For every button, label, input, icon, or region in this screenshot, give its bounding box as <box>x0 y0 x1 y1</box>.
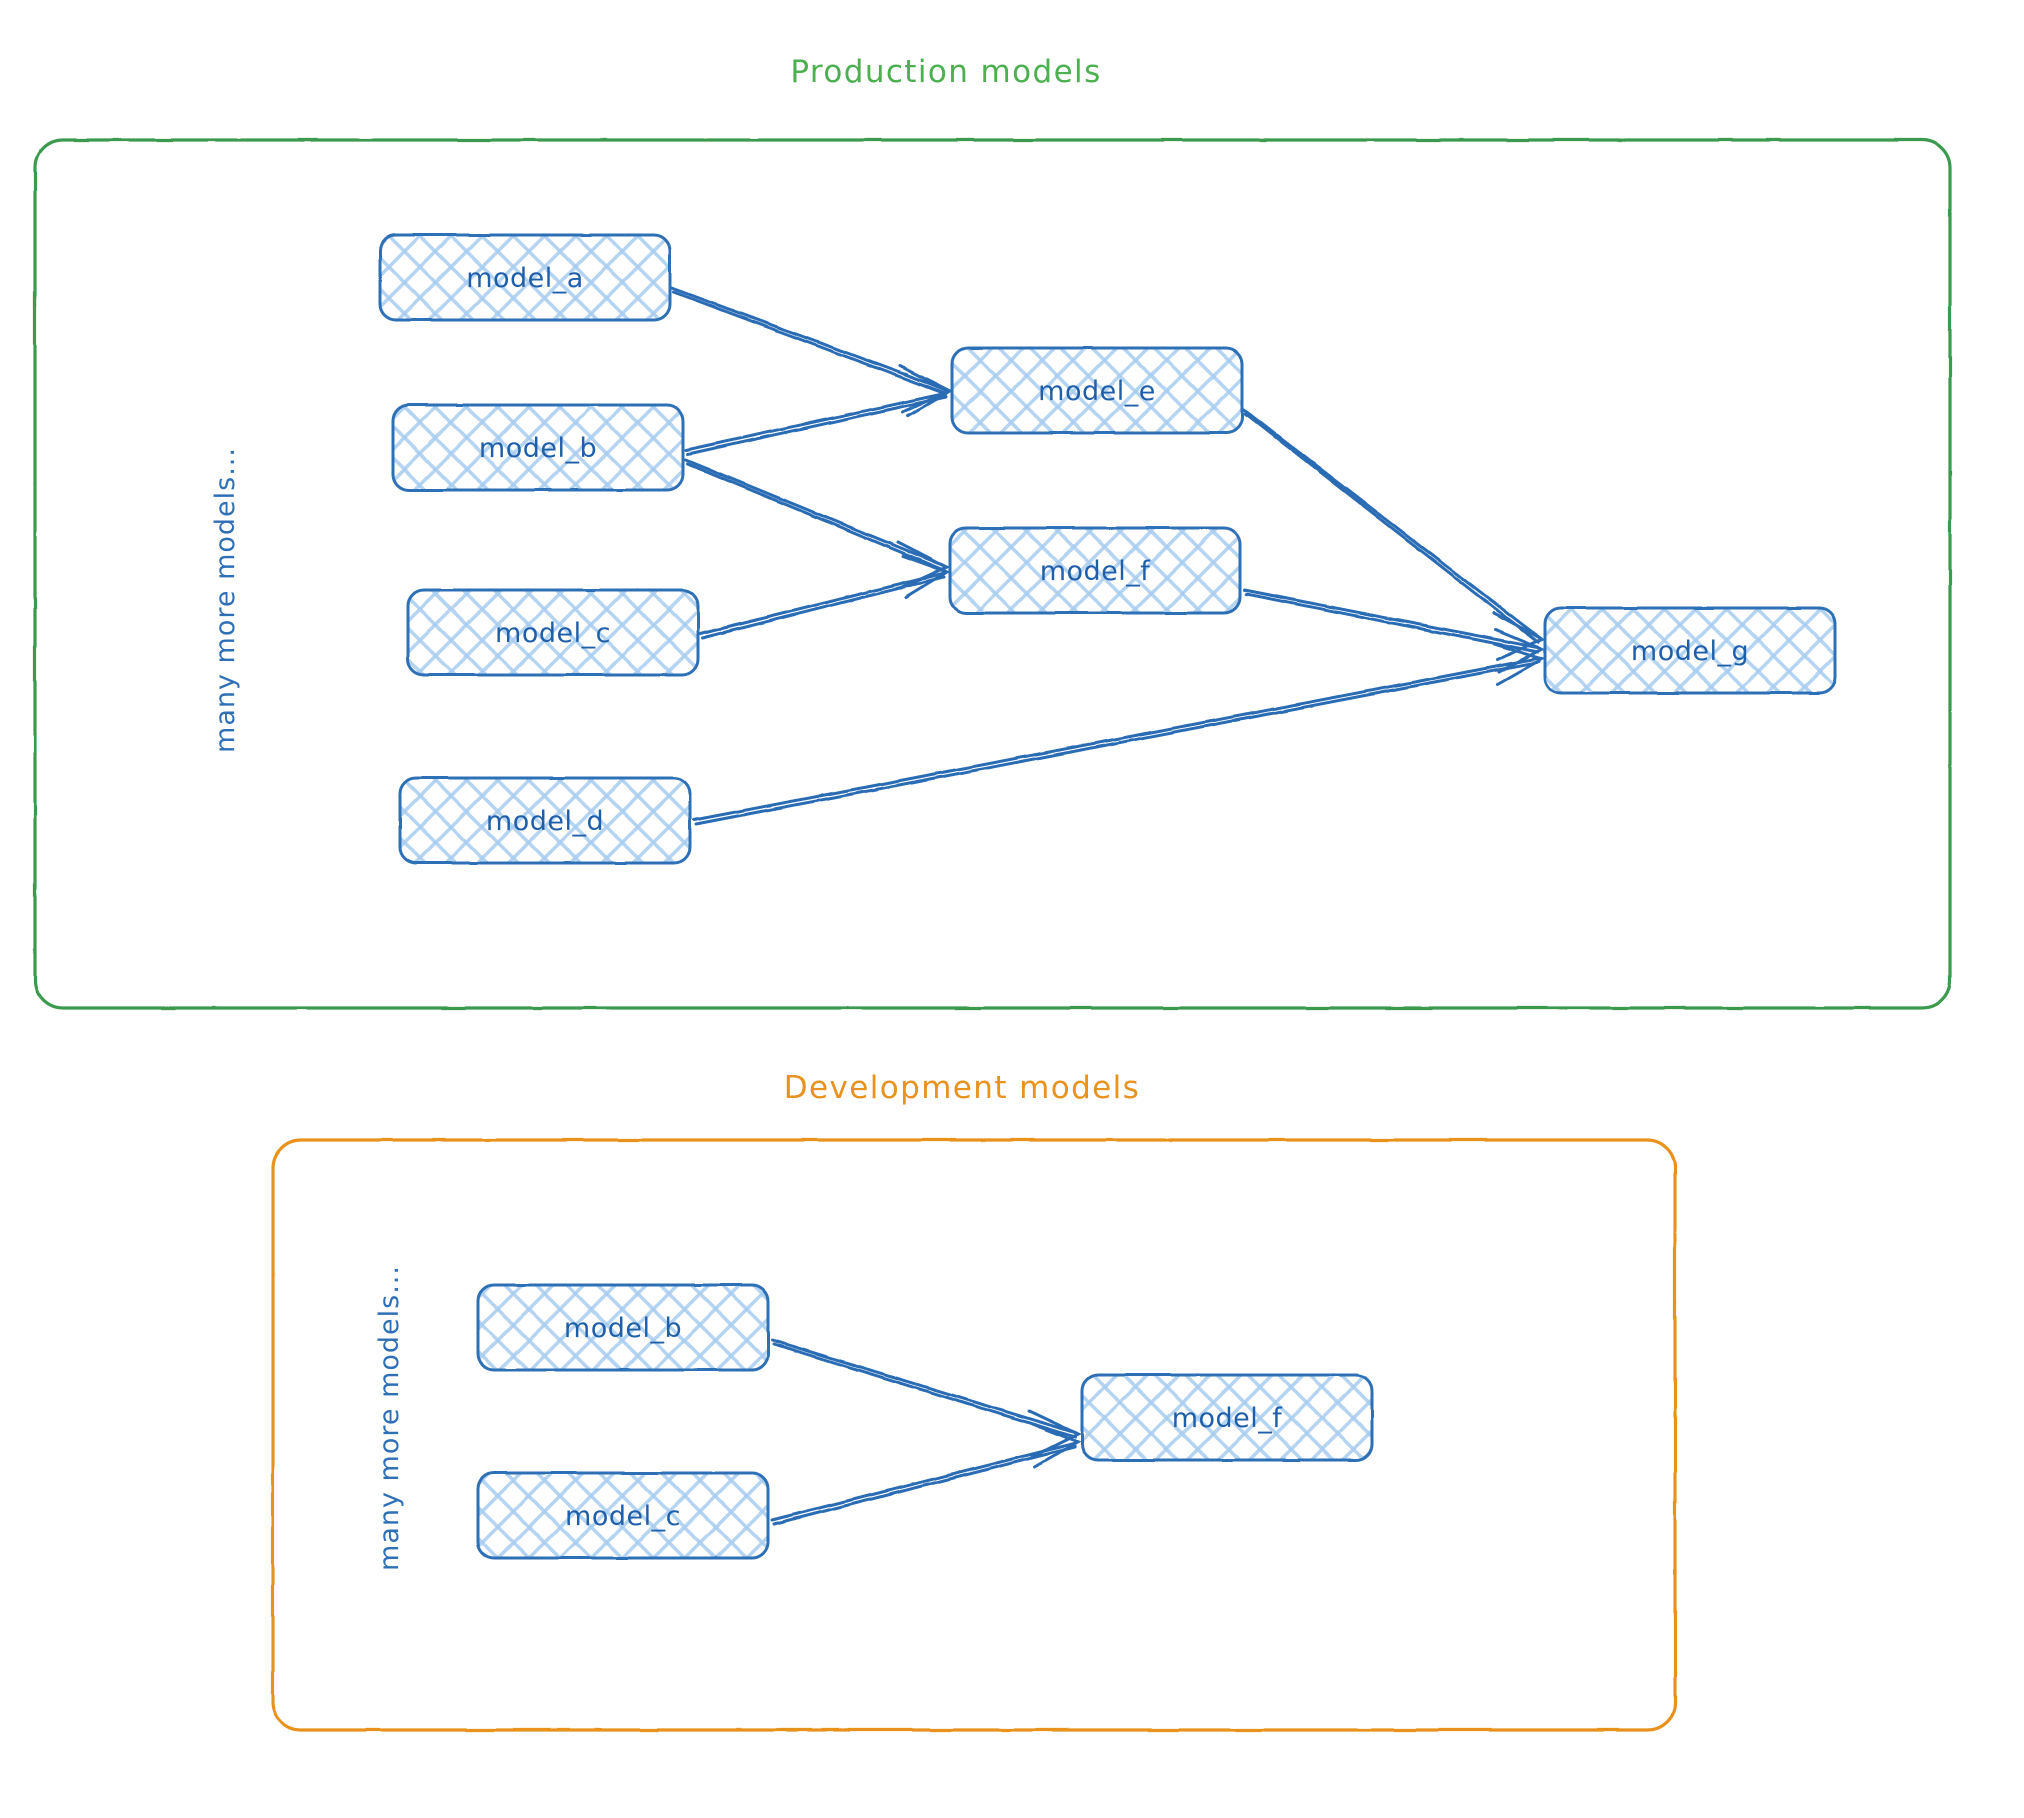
node-dev-model-f-label: model_f <box>1172 1403 1284 1434</box>
development-side-label: many more models... <box>374 1265 405 1571</box>
node-model-a-label: model_a <box>466 263 584 294</box>
node-dev-model-f[interactable]: model_f <box>1080 1373 1374 1462</box>
edge-model-c-to-model-f <box>698 554 951 640</box>
node-dev-model-b[interactable]: model_b <box>476 1283 770 1372</box>
node-model-d-label: model_d <box>486 806 604 837</box>
node-model-e[interactable]: model_e <box>950 346 1244 435</box>
production-edges <box>670 286 1546 826</box>
production-side-label: many more models... <box>210 447 241 753</box>
development-group-title: Development models <box>784 1070 1140 1106</box>
development-edges <box>770 1338 1082 1526</box>
node-model-f[interactable]: model_f <box>948 526 1242 615</box>
development-nodes: model_b model_c model_f <box>476 1283 1374 1560</box>
node-dev-model-c-label: model_c <box>565 1501 681 1532</box>
edge-model-b-to-model-e <box>684 372 953 456</box>
node-model-g-label: model_g <box>1631 636 1749 667</box>
edge-model-e-to-model-g <box>1242 408 1546 662</box>
edge-model-d-to-model-g <box>692 642 1546 826</box>
production-group-title: Production models <box>790 54 1101 90</box>
node-model-b-label: model_b <box>479 433 597 464</box>
node-dev-model-b-label: model_b <box>564 1313 682 1344</box>
edge-model-b-to-model-f <box>684 458 951 590</box>
edge-model-a-to-model-e <box>670 286 953 414</box>
node-model-a[interactable]: model_a <box>378 233 672 322</box>
node-model-f-label: model_f <box>1040 556 1152 587</box>
development-group-frame <box>271 1138 1677 1732</box>
node-model-c[interactable]: model_c <box>406 588 700 677</box>
node-dev-model-c[interactable]: model_c <box>476 1471 770 1560</box>
edge-dev-model-b-to-model-f <box>770 1338 1082 1459</box>
production-nodes: model_a model_b model_c model_d model_e … <box>378 233 1837 865</box>
edge-dev-model-c-to-model-f <box>770 1422 1082 1526</box>
node-model-b[interactable]: model_b <box>391 403 685 492</box>
node-model-e-label: model_e <box>1038 376 1156 407</box>
node-model-g[interactable]: model_g <box>1543 606 1837 695</box>
node-model-c-label: model_c <box>495 618 611 649</box>
production-group-frame <box>33 138 1952 1010</box>
node-model-d[interactable]: model_d <box>398 776 692 865</box>
